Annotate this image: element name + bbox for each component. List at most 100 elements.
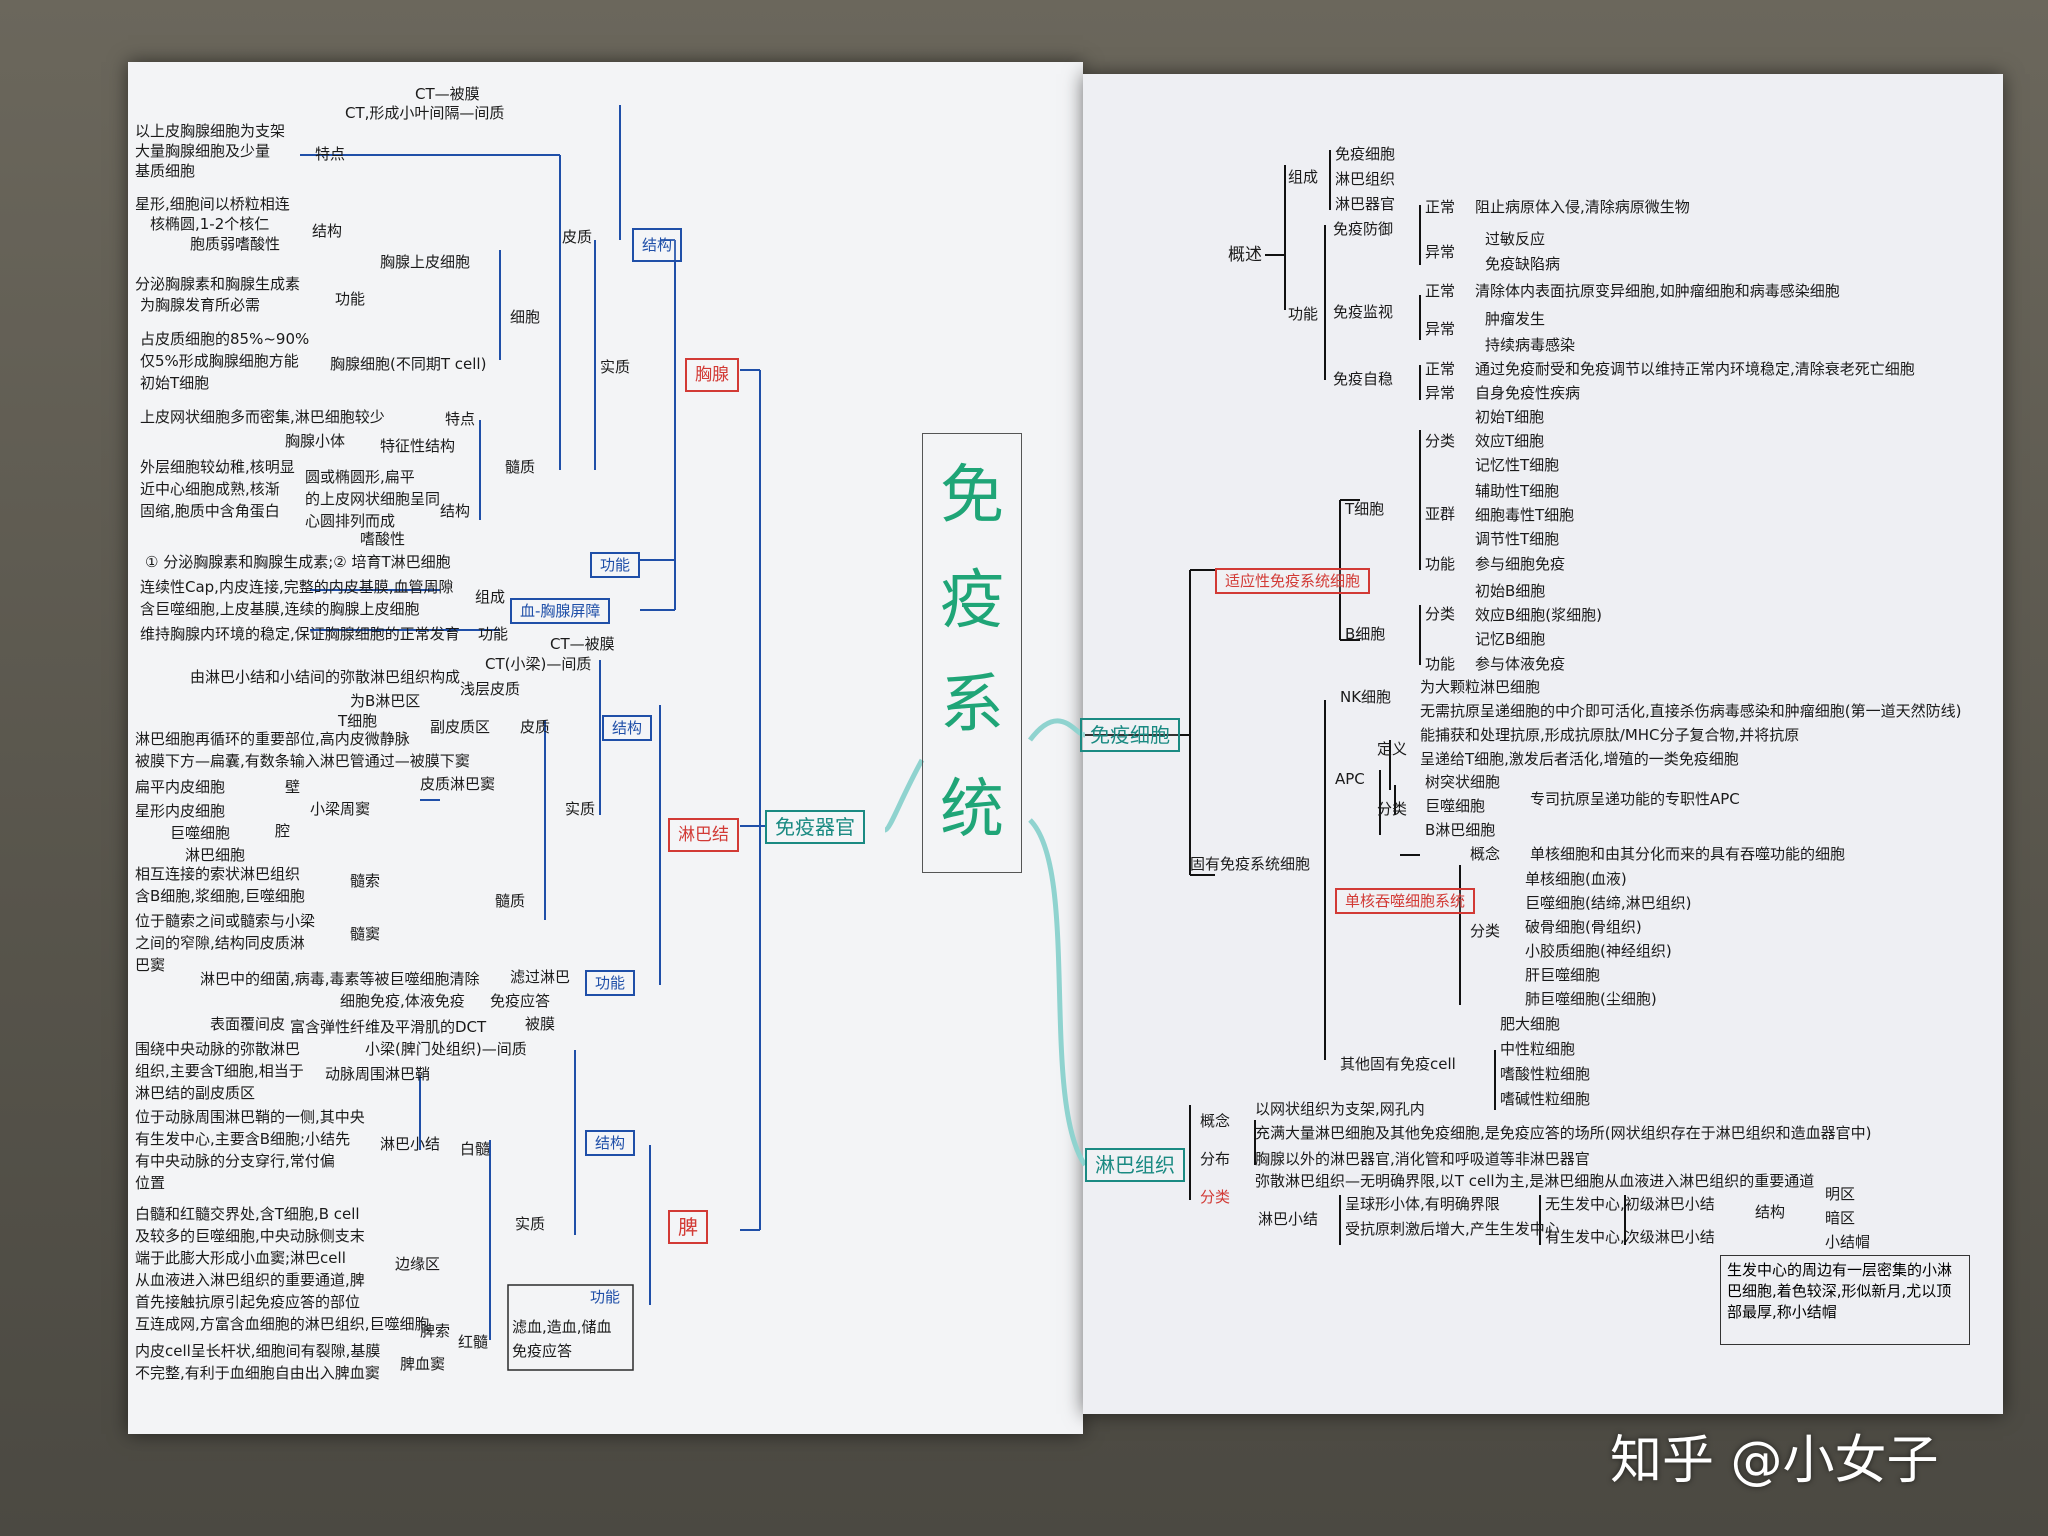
- t-sub-2: 细胞毒性T细胞: [1475, 506, 1575, 524]
- lt-nodule-desc-2: 受抗原刺激后增大,产生生发中心: [1345, 1220, 1560, 1238]
- paper-sheet-left: [128, 62, 1083, 1434]
- lt-nodule-desc-1: 呈球形小体,有明确界限: [1345, 1195, 1500, 1213]
- apc-label: APC: [1335, 770, 1365, 788]
- overview-defense-normal: 阻止病原体入侵,清除病原微生物: [1475, 198, 1690, 216]
- thymus-pct-2: 仅5%形成胸腺细胞方能: [140, 352, 299, 370]
- overview-defense-abn-1: 过敏反应: [1485, 230, 1546, 248]
- innate-cells-label: 固有免疫系统细胞: [1190, 855, 1311, 873]
- other-type-2: 中性粒细胞: [1500, 1040, 1576, 1058]
- lymph-node-superficial: 浅层皮质: [460, 680, 521, 698]
- lymph-node-parenchyma: 实质: [565, 800, 596, 818]
- thymus-cells: 细胞: [510, 308, 541, 326]
- lymph-node-b-zone: 为B淋巴区: [350, 692, 421, 710]
- spleen-cord: 脾索: [420, 1322, 451, 1340]
- lt-classify-label: 分类: [1200, 1188, 1231, 1206]
- spleen-pals: 动脉周围淋巴鞘: [325, 1065, 431, 1083]
- overview-defense-normal-tag: 正常: [1425, 198, 1456, 216]
- lymph-node-t-cell: T细胞: [338, 712, 378, 730]
- spleen-white-pulp: 白髓: [460, 1140, 491, 1158]
- lymph-node-medulla: 髓质: [495, 892, 526, 910]
- spleen-white-desc-1: 围绕中央动脉的弥散淋巴: [135, 1040, 301, 1058]
- lymph-node-cortex: 皮质: [520, 718, 551, 736]
- lymph-node-lumen-desc-1: 星形内皮细胞: [135, 802, 226, 820]
- apc-type-1: 树突状细胞: [1425, 773, 1501, 791]
- lymph-node-paracortex-desc-1: 淋巴细胞再循环的重要部位,高内皮微静脉: [135, 730, 410, 748]
- lt-distribution: 胸腺以外的淋巴器官,消化管和呼吸道等非淋巴器官: [1255, 1150, 1590, 1168]
- thymus-outer-2: 近中心细胞成熟,核渐: [140, 480, 280, 498]
- mono-type-5: 肝巨噬细胞: [1525, 966, 1601, 984]
- mono-type-3: 破骨细胞(骨组织): [1525, 918, 1642, 936]
- thymus-structure: 结构: [632, 228, 683, 262]
- lt-diffuse: 弥散淋巴组织—无明确界限,以T cell为主,是淋巴细胞从血液进入淋巴组织的重要…: [1255, 1172, 1815, 1190]
- spleen-trabecula: 小梁(脾门处组织)—间质: [365, 1040, 527, 1058]
- lymph-node-cord: 髓索: [350, 872, 381, 890]
- thymus-epi-desc-1: 以上皮胸腺细胞为支架: [135, 122, 286, 140]
- apc-type-3: B淋巴细胞: [1425, 821, 1496, 839]
- thymus-secrete-1: 分泌胸腺素和胸腺生成素: [135, 275, 301, 293]
- nk-desc-2: 无需抗原呈递细胞的中介即可活化,直接杀伤病毒感染和肿瘤细胞(第一道天然防线): [1420, 702, 1962, 720]
- thymus-label: 胸腺: [685, 358, 739, 392]
- b-cell-function: 功能: [1425, 655, 1456, 673]
- thymus-feature-2: 特点: [445, 410, 476, 428]
- spleen-structure: 结构: [585, 1130, 636, 1156]
- spleen-sinus-desc-1: 内皮cell呈长杆状,细胞间有裂隙,基膜: [135, 1342, 381, 1360]
- paper-sheet-right: [1083, 74, 2003, 1414]
- spleen-marginal-desc-5: 首先接触抗原引起免疫应答的部位: [135, 1293, 361, 1311]
- thymus-corpuscle: 胸腺小体: [285, 432, 346, 450]
- nk-desc-1: 为大颗粒淋巴细胞: [1420, 678, 1541, 696]
- t-cell-function: 功能: [1425, 555, 1456, 573]
- lymph-node-superficial-desc: 由淋巴小结和小结间的弥散淋巴组织构成: [190, 668, 461, 686]
- thymus-round-1: 圆或椭圆形,扁平: [305, 468, 415, 486]
- other-type-4: 嗜碱性粒细胞: [1500, 1090, 1591, 1108]
- overview-function: 功能: [1288, 305, 1319, 323]
- thymus-feature: 特点: [315, 145, 346, 163]
- spleen-capsule: 被膜: [525, 1015, 556, 1033]
- branch-lymphoid-tissue: 淋巴组织: [1085, 1148, 1185, 1182]
- thymus-outer-1: 外层细胞较幼稚,核明显: [140, 458, 295, 476]
- thymus-round-3: 心圆排列而成: [305, 512, 396, 530]
- mono-concept-desc: 单核细胞和由其分化而来的具有吞噬功能的细胞: [1530, 845, 1846, 863]
- thymus-pct-3: 初始T细胞: [140, 374, 210, 392]
- spleen-red-pulp: 红髓: [458, 1333, 489, 1351]
- thymus-star-desc-2: 核椭圆,1-2个核仁: [150, 215, 270, 233]
- spleen-label: 脾: [668, 1210, 708, 1244]
- lymph-node-lumen-desc-2: 巨噬细胞: [170, 824, 231, 842]
- lymph-node-sinus: 皮质淋巴窦: [420, 775, 496, 793]
- overview-surv-abn-1: 肿瘤发生: [1485, 310, 1546, 328]
- t-cell-func-desc: 参与细胞免疫: [1475, 555, 1566, 573]
- t-cell-classify: 分类: [1425, 432, 1456, 450]
- thymus-outer-3: 固缩,胞质中含角蛋白: [140, 502, 280, 520]
- thymus-star-desc-1: 星形,细胞间以桥粒相连: [135, 195, 290, 213]
- b-cell-label: B细胞: [1345, 625, 1386, 643]
- thymus-corpuscle-feature: 特征性结构: [380, 437, 456, 455]
- apc-def-label: 定义: [1377, 740, 1408, 758]
- lymph-node-wall-desc: 扁平内皮细胞: [135, 778, 226, 796]
- lymph-node-med-sinus-desc-2: 之间的窄隙,结构同皮质淋: [135, 934, 305, 952]
- t-sub-1: 辅助性T细胞: [1475, 482, 1560, 500]
- overview-homeo-abn: 自身免疫性疾病: [1475, 384, 1581, 402]
- overview-defense-abn-2: 免疫缺陷病: [1485, 255, 1561, 273]
- lt-secondary: 有生发中心,次级淋巴小结: [1545, 1228, 1715, 1246]
- thymus-epi-desc-3: 基质细胞: [135, 162, 196, 180]
- spleen-marginal: 边缘区: [395, 1255, 441, 1273]
- overview-comp-1: 免疫细胞: [1335, 145, 1396, 163]
- spleen-marginal-desc-3: 端于此膨大形成小血窦;淋巴cell: [135, 1249, 346, 1267]
- spleen-ct-desc: 富含弹性纤维及平滑肌的DCT: [290, 1018, 487, 1036]
- central-title: 免 疫 系 统: [922, 433, 1022, 873]
- overview-surv-normal: 清除体内表面抗原变异细胞,如肿瘤细胞和病毒感染细胞: [1475, 282, 1840, 300]
- overview-composition: 组成: [1288, 168, 1319, 186]
- lt-concept-1: 以网状组织为支架,网孔内: [1255, 1100, 1425, 1118]
- mono-classify: 分类: [1470, 922, 1501, 940]
- lt-zone-2: 暗区: [1825, 1209, 1856, 1227]
- title-char-1: 免: [940, 459, 1004, 534]
- mono-type-1: 单核细胞(血液): [1525, 870, 1627, 888]
- overview-surv-abn-tag: 异常: [1425, 320, 1456, 338]
- mono-system-label: 单核吞噬细胞系统: [1335, 888, 1476, 914]
- spleen-marginal-desc-2: 及较多的巨噬细胞,中央动脉侧支末: [135, 1227, 365, 1245]
- overview-homeo-normal: 通过免疫耐受和免疫调节以维持正常内环境稳定,清除衰老死亡细胞: [1475, 360, 1915, 378]
- adaptive-cells-label: 适应性免疫系统细胞: [1215, 568, 1371, 594]
- spleen-white-desc-3: 淋巴结的副皮质区: [135, 1084, 256, 1102]
- apc-type-2: 巨噬细胞: [1425, 797, 1486, 815]
- lymph-node-label: 淋巴结: [668, 818, 739, 852]
- lymph-node-cord-desc-2: 含B细胞,浆细胞,巨噬细胞: [135, 887, 305, 905]
